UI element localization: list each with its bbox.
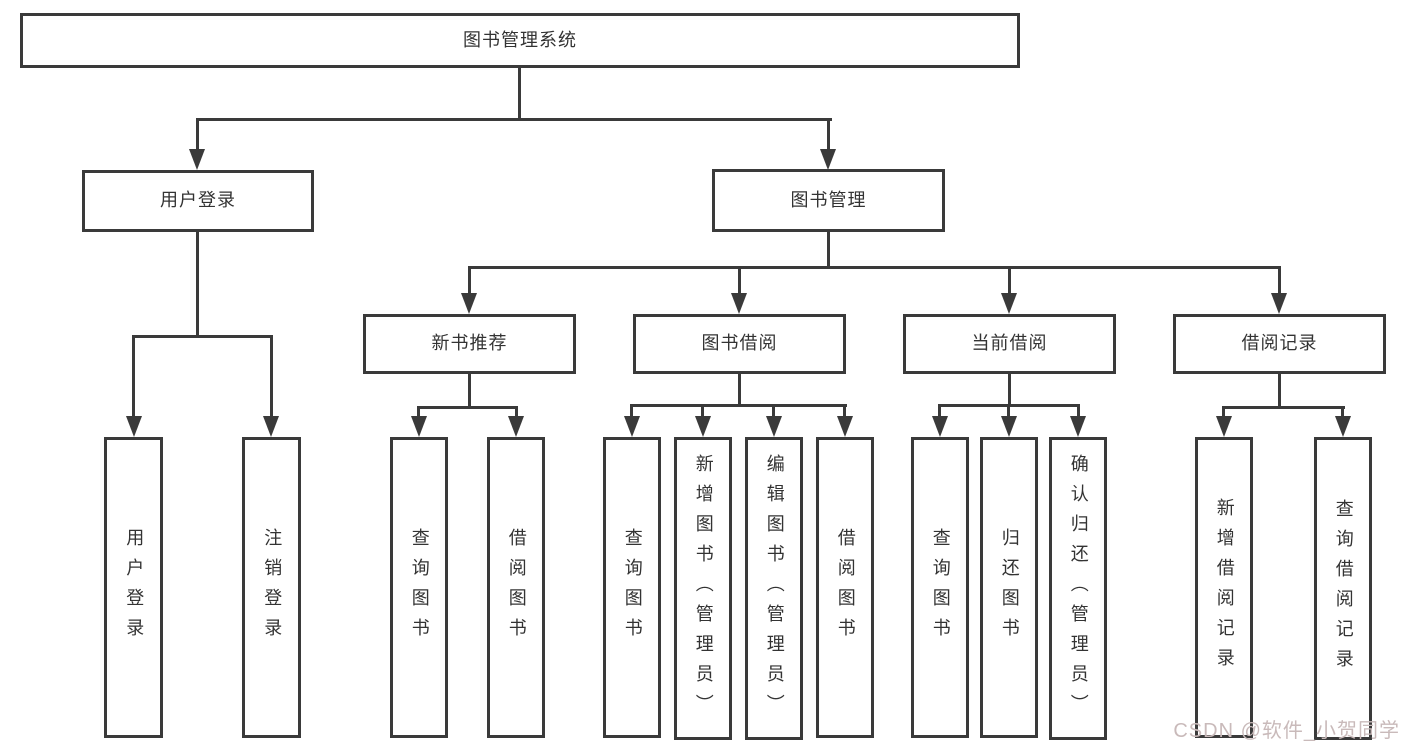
connector-line (1278, 266, 1281, 295)
node-edit-book-admin: 编辑图书（管理员） (745, 437, 803, 740)
node-user-login-leaf: 用户登录 (104, 437, 163, 738)
node-book-borrowing: 图书借阅 (633, 314, 846, 374)
arrow-down-icon (1335, 416, 1351, 437)
connector-line (843, 404, 846, 417)
connector-line (518, 66, 521, 120)
node-borrow-records: 借阅记录 (1173, 314, 1386, 374)
connector-line (132, 335, 135, 418)
node-query-borrow-record: 查询借阅记录 (1314, 437, 1372, 740)
connector-line (196, 118, 199, 151)
connector-line (270, 335, 273, 418)
arrow-down-icon (837, 416, 853, 437)
arrow-down-icon (189, 149, 205, 170)
node-current-borrowing: 当前借阅 (903, 314, 1116, 374)
connector-line (1222, 406, 1345, 409)
connector-line (772, 404, 775, 417)
arrow-down-icon (461, 293, 477, 314)
connector-line (630, 404, 633, 417)
connector-line (738, 372, 741, 406)
connector-line (1007, 404, 1010, 417)
connector-line (468, 372, 471, 408)
connector-line (132, 335, 273, 338)
arrow-down-icon (1271, 293, 1287, 314)
node-user-login: 用户登录 (82, 170, 314, 232)
connector-line (196, 230, 199, 337)
arrow-down-icon (1216, 416, 1232, 437)
arrow-down-icon (263, 416, 279, 437)
arrow-down-icon (1001, 416, 1017, 437)
connector-line (468, 266, 1281, 269)
node-confirm-return-admin: 确认归还（管理员） (1049, 437, 1107, 740)
arrow-down-icon (508, 416, 524, 437)
connector-line (515, 406, 518, 418)
connector-line (701, 404, 704, 417)
node-borrow-book-leaf: 借阅图书 (816, 437, 874, 738)
arrow-down-icon (1070, 416, 1086, 437)
arrow-down-icon (820, 149, 836, 170)
watermark: CSDN @软件_小贺同学 (1173, 720, 1400, 742)
connector-line (1008, 266, 1011, 295)
node-new-book-recommend: 新书推荐 (363, 314, 576, 374)
connector-line (417, 406, 420, 418)
connector-line (630, 404, 847, 407)
node-logout-leaf: 注销登录 (242, 437, 301, 738)
node-add-borrow-record: 新增借阅记录 (1195, 437, 1253, 738)
connector-line (938, 404, 941, 417)
connector-line (738, 266, 741, 295)
connector-line (827, 118, 830, 151)
arrow-down-icon (411, 416, 427, 437)
arrow-down-icon (126, 416, 142, 437)
node-book-management: 图书管理 (712, 169, 945, 232)
node-borrow-books-recommend: 借阅图书 (487, 437, 545, 738)
connector-line (1278, 372, 1281, 408)
node-library-system: 图书管理系统 (20, 13, 1020, 68)
arrow-down-icon (624, 416, 640, 437)
connector-line (417, 406, 518, 409)
connector-line (1077, 404, 1080, 417)
connector-line (1341, 406, 1344, 418)
node-query-books-recommend: 查询图书 (390, 437, 448, 738)
connector-line (468, 266, 471, 295)
node-add-book-admin: 新增图书（管理员） (674, 437, 732, 740)
node-return-book: 归还图书 (980, 437, 1038, 738)
arrow-down-icon (1001, 293, 1017, 314)
node-query-books-borrowing: 查询图书 (603, 437, 661, 738)
arrow-down-icon (932, 416, 948, 437)
connector-line (827, 230, 830, 268)
connector-line (1222, 406, 1225, 418)
node-query-books-current: 查询图书 (911, 437, 969, 738)
arrow-down-icon (731, 293, 747, 314)
connector-line (196, 118, 832, 121)
arrow-down-icon (766, 416, 782, 437)
arrow-down-icon (695, 416, 711, 437)
connector-line (1008, 372, 1011, 406)
